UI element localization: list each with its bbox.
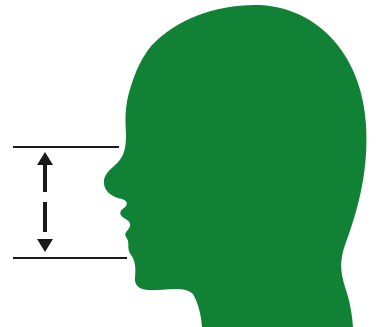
arrow-head-down [37, 239, 53, 252]
double-arrow-icon [37, 152, 53, 252]
arrow-head-up [37, 152, 53, 165]
head-profile-icon [104, 5, 367, 327]
